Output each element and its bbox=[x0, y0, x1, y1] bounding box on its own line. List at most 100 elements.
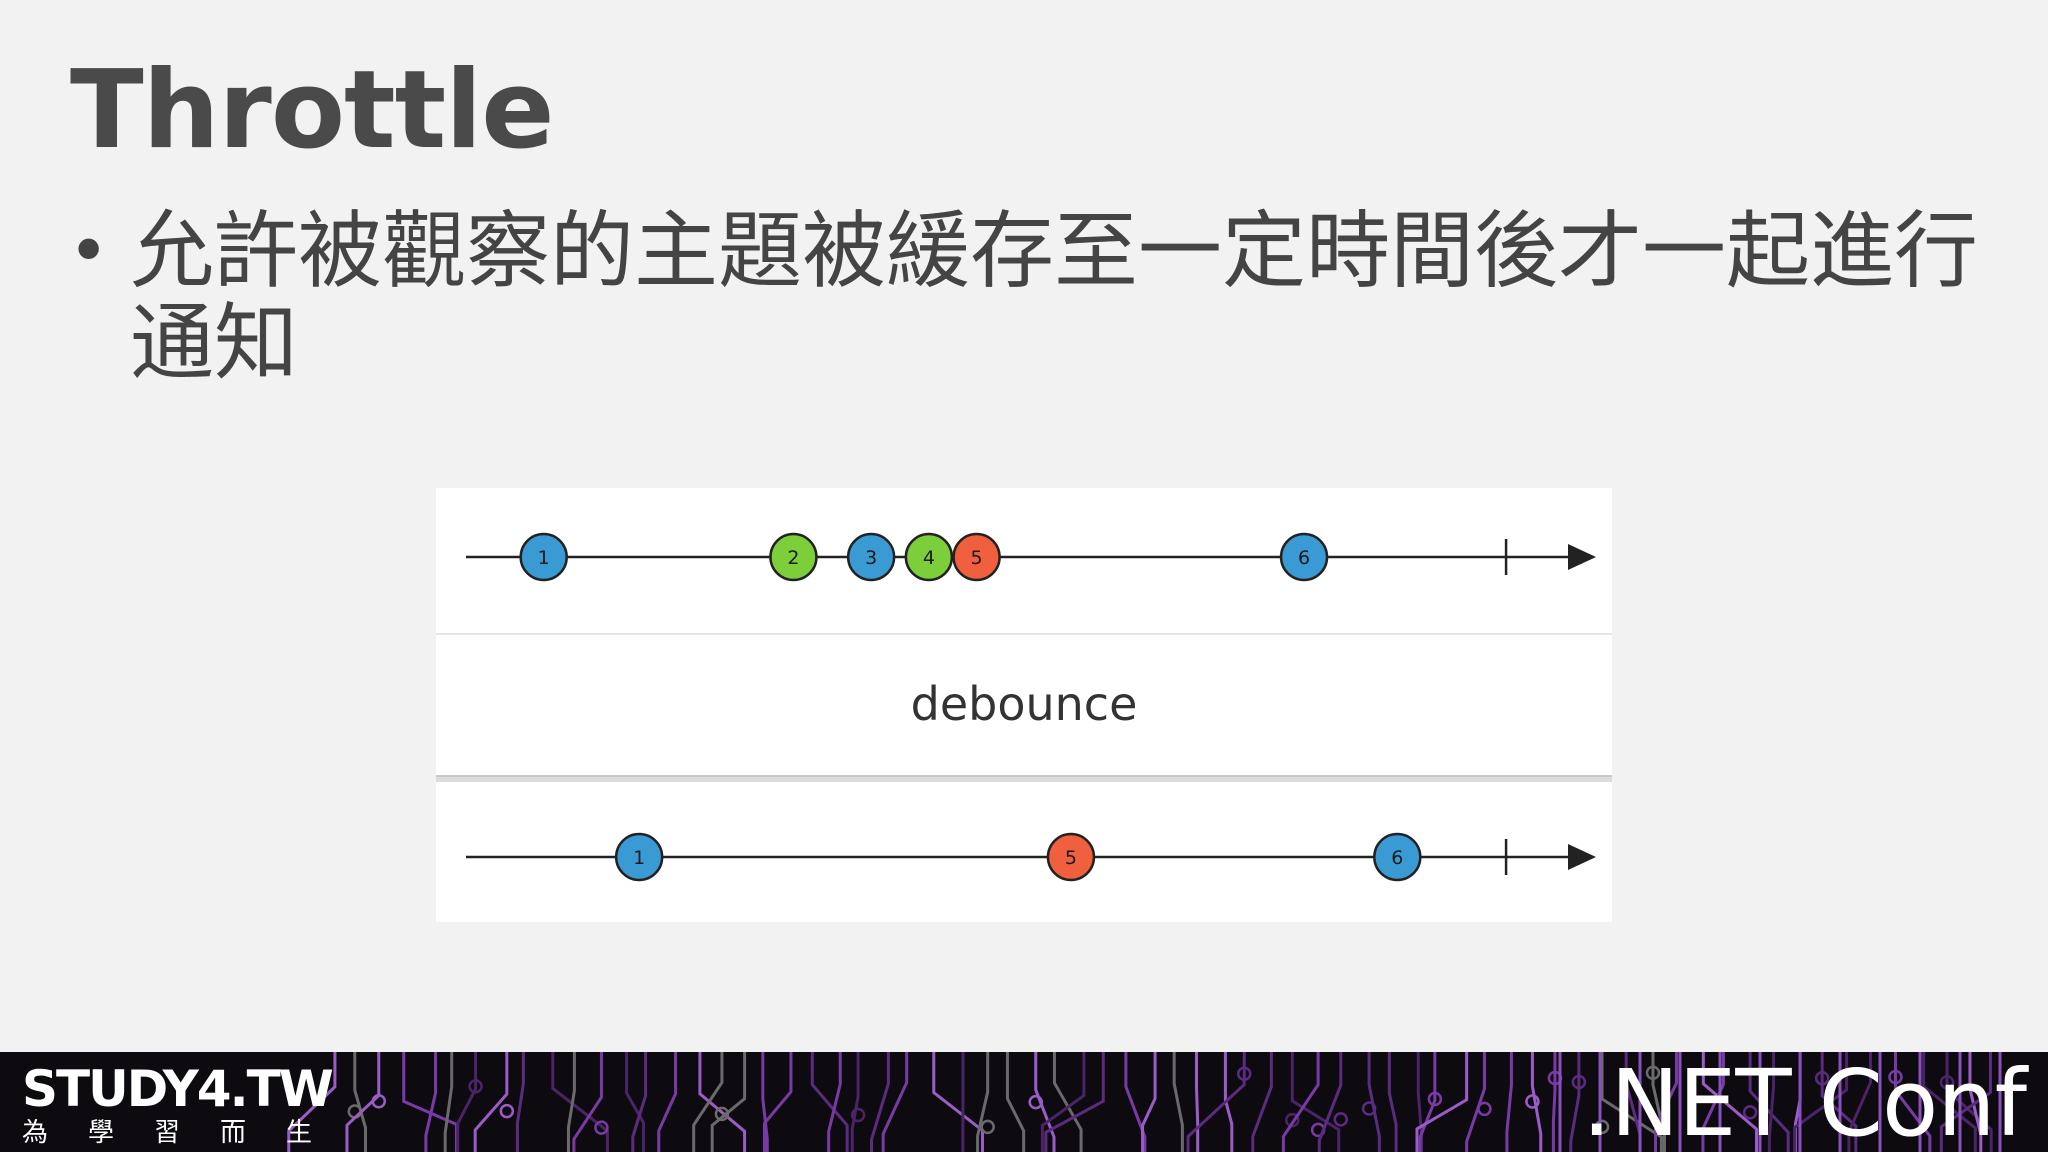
circuit-pad bbox=[1285, 1112, 1300, 1128]
circuit-pattern bbox=[287, 1052, 2002, 1152]
circuit-trace bbox=[1005, 1052, 1026, 1152]
circuit-trace bbox=[827, 1052, 842, 1152]
study4-tagline: 為 學 習 而 生 bbox=[22, 1118, 312, 1148]
circuit-pad bbox=[1333, 1112, 1349, 1127]
tagline-char: 生 bbox=[285, 1118, 312, 1148]
circuit-trace bbox=[1505, 1052, 1513, 1152]
operator-box-shadow bbox=[436, 776, 1612, 782]
circuit-trace bbox=[1701, 1052, 1725, 1152]
output-marble bbox=[1373, 832, 1422, 882]
circuit-trace bbox=[1141, 1052, 1157, 1152]
input-marble bbox=[519, 532, 568, 582]
circuit-trace bbox=[710, 1052, 747, 1152]
circuit-trace bbox=[1387, 1052, 1398, 1152]
circuit-trace bbox=[1530, 1052, 1543, 1152]
circuit-trace bbox=[566, 1052, 576, 1152]
circuit-trace bbox=[1172, 1052, 1184, 1152]
circuit-trace bbox=[1465, 1052, 1486, 1152]
circuit-trace bbox=[473, 1052, 509, 1152]
circuit-trace bbox=[692, 1052, 724, 1152]
footer-banner: STUDY4.TW 為 學 習 而 生 .NET Conf bbox=[0, 1052, 2048, 1152]
output-marble-label: 6 bbox=[1391, 847, 1403, 869]
input-arrow-head bbox=[1568, 544, 1596, 570]
circuit-pad bbox=[850, 1107, 866, 1123]
circuit-trace bbox=[424, 1052, 438, 1152]
circuit-trace bbox=[850, 1052, 860, 1152]
circuit-pad bbox=[1427, 1091, 1443, 1107]
slide-title: Throttle bbox=[70, 48, 555, 173]
circuit-trace bbox=[345, 1052, 381, 1152]
circuit-trace bbox=[881, 1052, 909, 1152]
circuit-trace bbox=[1251, 1052, 1273, 1152]
circuit-pad bbox=[1236, 1066, 1252, 1081]
input-marble-label: 4 bbox=[923, 547, 935, 569]
circuit-trace bbox=[456, 1052, 478, 1152]
circuit-trace bbox=[976, 1052, 990, 1152]
circuit-trace bbox=[1654, 1052, 1678, 1152]
circuit-trace bbox=[1701, 1052, 1758, 1152]
circuit-trace bbox=[1124, 1052, 1147, 1152]
circuit-trace bbox=[572, 1052, 603, 1152]
tagline-char: 而 bbox=[219, 1118, 246, 1148]
circuit-trace bbox=[1290, 1052, 1341, 1152]
input-marble-label: 6 bbox=[1298, 547, 1310, 569]
circuit-trace bbox=[870, 1052, 890, 1152]
circuit-trace bbox=[1044, 1052, 1105, 1152]
input-marble bbox=[904, 532, 954, 582]
circuit-trace bbox=[631, 1052, 648, 1152]
circuit-pad bbox=[1361, 1101, 1377, 1116]
circuit-pad bbox=[594, 1120, 609, 1135]
circuit-trace bbox=[1793, 1052, 1849, 1152]
circuit-pad bbox=[1028, 1094, 1043, 1110]
circuit-trace bbox=[1040, 1052, 1086, 1152]
circuit-pad bbox=[1477, 1101, 1492, 1117]
bullet-dot: • bbox=[68, 210, 110, 292]
circuit-trace bbox=[1223, 1052, 1234, 1152]
circuit-trace bbox=[1415, 1052, 1469, 1152]
circuit-trace bbox=[353, 1052, 368, 1152]
circuit-pad bbox=[1525, 1094, 1540, 1109]
input-marble bbox=[952, 532, 1001, 582]
circuit-trace bbox=[287, 1052, 337, 1152]
circuit-trace bbox=[1195, 1052, 1200, 1152]
circuit-pad bbox=[1594, 1119, 1610, 1135]
circuit-trace bbox=[1600, 1052, 1663, 1152]
circuit-trace bbox=[1569, 1052, 1581, 1152]
circuit-trace bbox=[515, 1052, 525, 1152]
circuit-pad bbox=[1814, 1070, 1830, 1086]
input-marble bbox=[846, 532, 896, 582]
circuit-pad bbox=[499, 1103, 515, 1119]
circuit-trace bbox=[1034, 1052, 1056, 1152]
circuit-trace bbox=[1317, 1052, 1343, 1152]
circuit-trace bbox=[625, 1052, 645, 1152]
circuit-pad bbox=[1742, 1105, 1758, 1120]
output-arrow-head bbox=[1568, 844, 1596, 870]
output-marble bbox=[614, 832, 664, 882]
circuit-trace bbox=[698, 1052, 747, 1152]
circuit-trace bbox=[762, 1052, 793, 1152]
circuit-trace bbox=[932, 1052, 984, 1152]
operator-label: debounce bbox=[911, 677, 1138, 731]
input-marble-label: 3 bbox=[865, 547, 877, 569]
circuit-trace bbox=[1968, 1052, 1983, 1152]
circuit-trace bbox=[810, 1052, 849, 1152]
circuit-trace bbox=[761, 1052, 769, 1152]
circuit-pad bbox=[371, 1093, 387, 1109]
input-marble-label: 1 bbox=[538, 547, 550, 569]
circuit-trace bbox=[1922, 1052, 1977, 1152]
circuit-trace bbox=[1945, 1052, 1993, 1152]
circuit-trace bbox=[443, 1052, 454, 1152]
input-marble bbox=[769, 532, 818, 582]
tagline-char: 學 bbox=[87, 1118, 114, 1148]
circuit-pad bbox=[1571, 1074, 1587, 1090]
circuit-trace bbox=[1847, 1052, 1873, 1152]
circuit-trace bbox=[1651, 1052, 1666, 1152]
circuit-trace bbox=[1748, 1052, 1790, 1152]
circuit-trace bbox=[1939, 1052, 1992, 1152]
circuit-trace bbox=[1767, 1052, 1776, 1152]
circuit-trace bbox=[1418, 1052, 1437, 1152]
circuit-pad bbox=[1888, 1069, 1903, 1085]
circuit-pad bbox=[1939, 1074, 1955, 1090]
input-marble bbox=[1279, 532, 1329, 582]
bullet-item: • 允許被觀察的主題被緩存至一定時間後才一起進行通知 bbox=[68, 205, 1988, 389]
